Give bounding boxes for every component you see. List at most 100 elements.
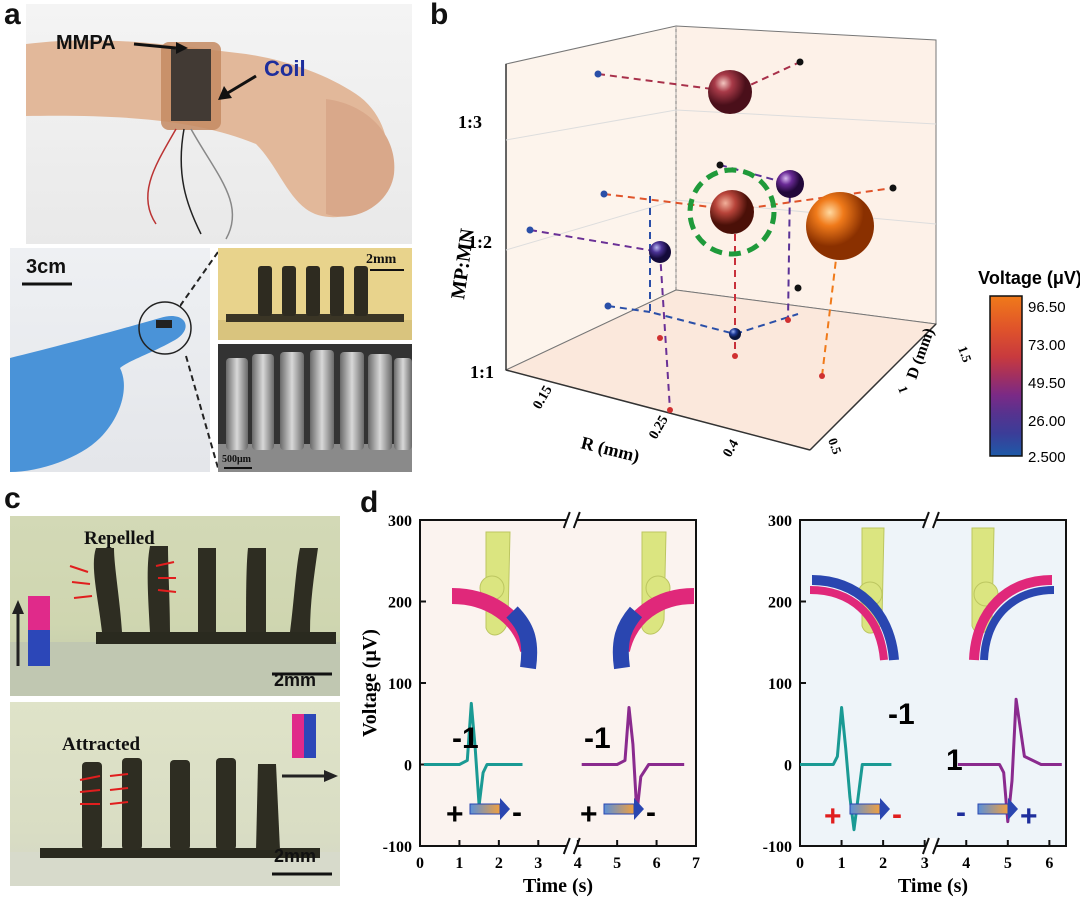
magnet-pink xyxy=(28,596,50,630)
axis-break-gap xyxy=(925,512,936,528)
coil-illustration-1 xyxy=(451,531,695,670)
voltage-trace-1-0 xyxy=(800,706,892,832)
pillar-array-photo: 2mm xyxy=(218,248,412,340)
annotation-minus1-b: -1 xyxy=(584,722,611,755)
attracted-photo: Attracted 2mm xyxy=(10,702,340,886)
hand-photo: 3cm xyxy=(10,248,210,472)
y-tick-label: 200 xyxy=(768,595,792,612)
fist-shape xyxy=(326,99,395,217)
axis-break-mark xyxy=(921,511,930,529)
repelled-photo: Repelled 2mm xyxy=(10,516,340,696)
x-tick-label: 2 xyxy=(495,855,503,872)
axis-break-gap xyxy=(566,838,577,854)
panel-letter-c: c xyxy=(4,482,21,515)
r-tick-1: 0.15 xyxy=(530,383,555,412)
axis-break-mark xyxy=(931,511,940,529)
x-tick-label: 4 xyxy=(574,855,582,872)
y-tick-label: -100 xyxy=(763,839,792,856)
scale-label-hand: 3cm xyxy=(26,256,67,278)
x-tick-label: 0 xyxy=(796,855,804,872)
zoom-lines xyxy=(180,251,219,469)
x-tick-label: 4 xyxy=(962,855,970,872)
y-tick-label: 0 xyxy=(784,758,792,775)
mmpa-arrow xyxy=(133,42,177,50)
magnet-pink-2 xyxy=(292,714,304,758)
d-tick-1: 1.5 xyxy=(955,344,975,365)
x-tick-label: 3 xyxy=(534,855,542,872)
d-tick-3: 0.5 xyxy=(825,436,845,457)
bubble-6 xyxy=(729,328,741,340)
y-tick-label: 300 xyxy=(388,513,412,530)
coil-arrow xyxy=(225,74,257,96)
bubble-3d-plot: 1:3 1:2 1:1 MP:MN 0.15 0.25 0.4 R (mm) 1… xyxy=(447,25,1080,467)
r-tick-2: 0.25 xyxy=(646,413,671,442)
scale-label-repelled: 2mm xyxy=(274,670,317,690)
label-mmpa: MMPA xyxy=(56,32,116,54)
y-tick-label: 200 xyxy=(388,595,412,612)
d-tick-2: 1 xyxy=(895,384,911,395)
cbar-tick-2: 73.00 xyxy=(1028,337,1066,354)
bubble-2 xyxy=(806,192,874,260)
panel-letter-b: b xyxy=(430,0,449,31)
x-tick-label: 7 xyxy=(692,855,700,872)
x-tick-label: 2 xyxy=(879,855,887,872)
sign-plus-3: + xyxy=(824,800,842,833)
sign-minus-1: - xyxy=(512,796,522,829)
axis-break-mark xyxy=(562,837,571,855)
bubble-4 xyxy=(776,170,804,198)
x-tick-label: 0 xyxy=(416,855,424,872)
x-tick-label: 1 xyxy=(838,855,846,872)
y-tick-label: 300 xyxy=(768,513,792,530)
zoom-circle xyxy=(138,301,192,355)
x-tick-label: 1 xyxy=(455,855,463,872)
y-tick-2: 1:2 xyxy=(468,232,492,252)
y-tick-label: 100 xyxy=(388,676,412,693)
sign-plus-1: + xyxy=(446,798,464,831)
voltage-trace-0-0 xyxy=(423,701,523,807)
y-tick-label: 100 xyxy=(768,676,792,693)
label-coil: Coil xyxy=(264,56,306,81)
panel-letter-d: d xyxy=(360,486,379,519)
x-tick-label: 6 xyxy=(653,855,661,872)
axis-break-gap xyxy=(925,838,936,854)
axis-break-mark xyxy=(562,511,571,529)
highlight-circle xyxy=(687,167,777,257)
label-repelled: Repelled xyxy=(84,528,155,549)
sign-minus-4: - xyxy=(956,796,966,829)
x-tick-label: 5 xyxy=(1004,855,1012,872)
x-axis-label: Time (s) xyxy=(898,875,968,897)
sign-minus-3: - xyxy=(892,798,902,831)
mmpa-device xyxy=(171,49,211,121)
scale-label-array: 2mm xyxy=(366,252,397,267)
r-axis-label: R (mm) xyxy=(579,432,642,467)
x-tick-label: 6 xyxy=(1045,855,1053,872)
axis-break-mark xyxy=(572,511,581,529)
bubble-1 xyxy=(708,70,752,114)
y-tick-1: 1:3 xyxy=(458,112,482,132)
cbar-tick-1: 96.50 xyxy=(1028,299,1066,316)
sign-plus-4: + xyxy=(1020,800,1038,833)
bubble-5 xyxy=(649,241,671,263)
x-axis-label: Time (s) xyxy=(523,875,593,897)
annotation-minus1-a: -1 xyxy=(452,722,479,755)
glove-shape xyxy=(10,316,186,472)
axis-break-mark xyxy=(572,837,581,855)
scale-label-sem: 500μm xyxy=(222,454,251,465)
colorbar xyxy=(989,295,1023,457)
axis-break-gap xyxy=(566,512,577,528)
annotation-minus1-c: -1 xyxy=(888,698,915,731)
axis-break-mark xyxy=(931,837,940,855)
y-tick-label: -100 xyxy=(383,839,412,856)
sign-minus-2: - xyxy=(646,796,656,829)
plot-area-1 xyxy=(799,519,1067,847)
scale-label-attracted: 2mm xyxy=(274,846,317,866)
cbar-tick-4: 26.00 xyxy=(1028,413,1066,430)
annotation-1: 1 xyxy=(946,744,963,777)
sem-photo: 500μm xyxy=(218,344,412,472)
label-attracted: Attracted xyxy=(62,734,141,755)
sign-plus-2: + xyxy=(580,798,598,831)
x-tick-label: 5 xyxy=(613,855,621,872)
r-tick-3: 0.4 xyxy=(720,437,742,460)
cbar-tick-5: 2.500 xyxy=(1028,449,1066,466)
